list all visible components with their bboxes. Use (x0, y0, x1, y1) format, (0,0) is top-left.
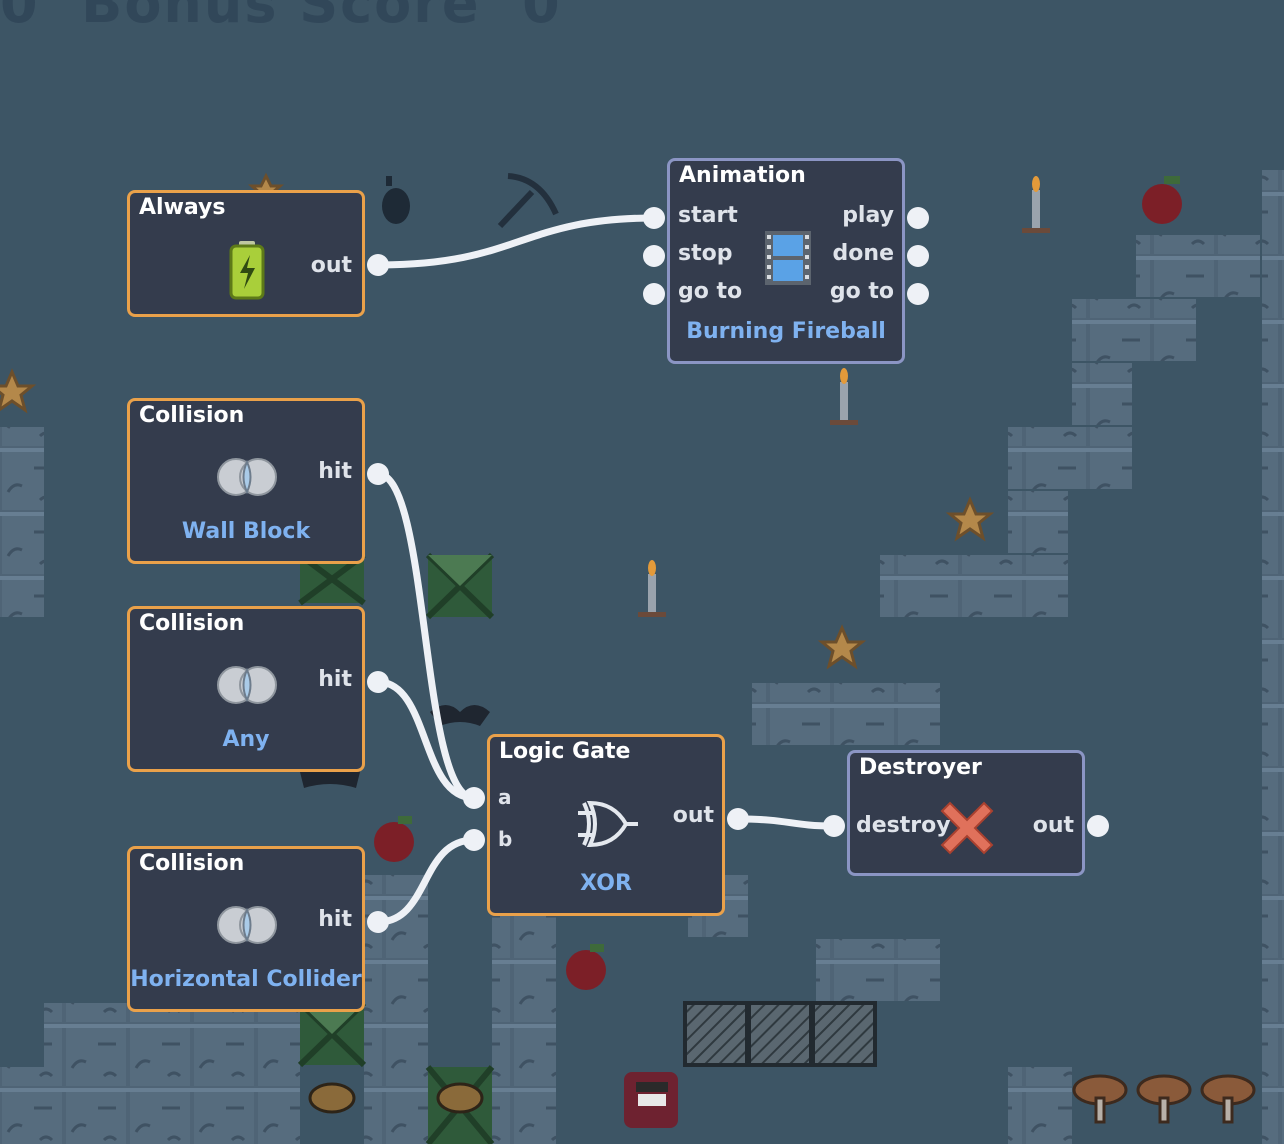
connection-wires (374, 214, 838, 926)
animation-start-port[interactable] (643, 207, 665, 229)
overlap-icon (217, 458, 277, 496)
crate-blocks (683, 1001, 877, 1067)
wall-blocks-right (688, 170, 1284, 1144)
always-out-port[interactable] (367, 254, 389, 276)
wire-always-to-animation (374, 214, 658, 269)
xor-gate-icon (578, 800, 638, 848)
node-title: Collision (139, 403, 245, 428)
done-label: done (832, 241, 894, 266)
collision-node-horizontal-collider[interactable]: Collision hit Horizontal Collider (127, 846, 365, 1012)
play-label: play (842, 203, 894, 228)
hit-label: hit (318, 667, 352, 692)
destroyer-node[interactable]: Destroyer destroy out (847, 750, 1085, 876)
battery-icon (229, 241, 265, 300)
logic-gate-b-port[interactable] (463, 829, 485, 851)
a-label: a (498, 785, 512, 809)
node-title: Collision (139, 611, 245, 636)
animation-goto-out-port[interactable] (907, 283, 929, 305)
hit-label: hit (318, 907, 352, 932)
collision-node-any[interactable]: Collision hit Any (127, 606, 365, 772)
animation-target[interactable]: Burning Fireball (686, 319, 886, 344)
bomb-sprite (382, 176, 410, 224)
destroy-label: destroy (856, 813, 951, 838)
candle-sprites (638, 176, 1050, 617)
destroyer-destroy-port[interactable] (823, 815, 845, 837)
overlap-icon (217, 906, 277, 944)
wire-collision3-to-gate (374, 836, 478, 926)
node-title: Animation (679, 163, 806, 188)
logic-gate-mode[interactable]: XOR (580, 871, 632, 896)
always-node[interactable]: Always out (127, 190, 365, 317)
bonus-score-label: 0 Bonus Score 0 (0, 0, 562, 35)
overlap-icon (217, 666, 277, 704)
out-label: out (672, 803, 714, 828)
animation-node[interactable]: Animation start stop go to play done go … (667, 158, 905, 364)
go-to-out-label: go to (829, 279, 894, 304)
wire-collision2-to-gate (374, 678, 478, 802)
monster-sprite (624, 1072, 678, 1128)
animation-done-port[interactable] (907, 245, 929, 267)
animation-goto-port[interactable] (643, 283, 665, 305)
film-icon (765, 231, 811, 285)
logic-gate-out-port[interactable] (727, 808, 749, 830)
logic-gate-a-port[interactable] (463, 787, 485, 809)
hit-label: hit (318, 459, 352, 484)
logic-gate-node[interactable]: Logic Gate a b out XOR (487, 734, 725, 916)
go-to-label: go to (678, 279, 743, 304)
node-title: Always (139, 195, 226, 220)
red-x-icon (940, 801, 994, 855)
collision1-hit-port[interactable] (367, 463, 389, 485)
collision2-hit-port[interactable] (367, 671, 389, 693)
shell-sprites (308, 1082, 484, 1114)
node-title: Collision (139, 851, 245, 876)
destroyer-out-port[interactable] (1087, 815, 1109, 837)
start-label: start (678, 203, 738, 228)
node-title: Logic Gate (499, 739, 631, 764)
out-label: out (310, 253, 352, 278)
pickaxe-sprite (497, 173, 559, 229)
node-title: Destroyer (859, 755, 982, 780)
stop-label: stop (678, 241, 733, 266)
animation-stop-port[interactable] (643, 245, 665, 267)
animation-play-port[interactable] (907, 207, 929, 229)
collision3-hit-port[interactable] (367, 911, 389, 933)
collision-node-wall-block[interactable]: Collision hit Wall Block (127, 398, 365, 564)
collision-target[interactable]: Any (222, 727, 270, 752)
out-label: out (1032, 813, 1074, 838)
collision-target[interactable]: Horizontal Collider (130, 967, 362, 992)
collision-target[interactable]: Wall Block (181, 519, 311, 544)
mushroom-sprites (1072, 1074, 1256, 1124)
wire-gate-to-destroyer (734, 815, 838, 830)
b-label: b (498, 827, 513, 851)
apple-sprites (374, 176, 1182, 990)
wire-collision1-to-gate (374, 470, 478, 802)
